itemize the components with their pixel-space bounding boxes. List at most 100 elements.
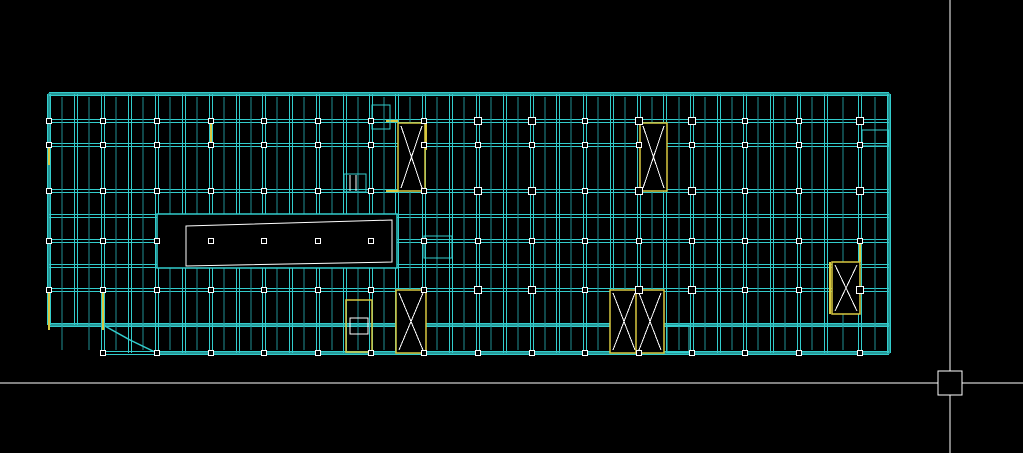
column: [688, 187, 696, 195]
column: [857, 142, 863, 148]
stair-cross: [400, 125, 423, 189]
column: [208, 350, 214, 356]
column: [261, 142, 267, 148]
column: [100, 238, 106, 244]
column: [421, 188, 427, 194]
column: [154, 287, 160, 293]
column: [636, 350, 642, 356]
stair-cross: [638, 292, 662, 351]
column: [742, 188, 748, 194]
column: [528, 286, 536, 294]
column: [421, 350, 427, 356]
column: [742, 350, 748, 356]
column: [474, 286, 482, 294]
column: [856, 187, 864, 195]
column: [742, 142, 748, 148]
column: [635, 117, 643, 125]
column: [742, 287, 748, 293]
column: [688, 117, 696, 125]
column: [635, 286, 643, 294]
slab-outline: [48, 93, 890, 326]
column: [421, 287, 427, 293]
column: [582, 238, 588, 244]
column: [689, 142, 695, 148]
column: [368, 287, 374, 293]
column: [529, 350, 535, 356]
column: [154, 238, 160, 244]
column: [100, 142, 106, 148]
column: [154, 142, 160, 148]
column: [796, 287, 802, 293]
column: [100, 287, 106, 293]
duct-box: [371, 104, 391, 130]
column: [368, 188, 374, 194]
column: [475, 238, 481, 244]
column: [315, 350, 321, 356]
column: [261, 238, 267, 244]
column: [46, 142, 52, 148]
column: [208, 118, 214, 124]
column: [528, 187, 536, 195]
column: [261, 350, 267, 356]
column: [368, 350, 374, 356]
column: [582, 287, 588, 293]
column: [100, 118, 106, 124]
shaft-inner: [349, 317, 369, 335]
column: [154, 118, 160, 124]
duct-box: [861, 129, 889, 147]
column: [315, 287, 321, 293]
column: [261, 188, 267, 194]
column: [528, 117, 536, 125]
elevator-box: [343, 173, 367, 193]
column: [421, 238, 427, 244]
column: [46, 238, 52, 244]
column: [474, 187, 482, 195]
column: [856, 286, 864, 294]
column: [46, 118, 52, 124]
column: [315, 188, 321, 194]
stair-cross: [398, 292, 424, 351]
wall-layer: [48, 104, 889, 354]
column: [208, 188, 214, 194]
column: [368, 118, 374, 124]
stair-cross: [834, 264, 858, 312]
crosshair-pickbox-icon: [937, 370, 963, 396]
column: [796, 350, 802, 356]
duct-box: [423, 235, 453, 259]
stair-cross: [612, 292, 636, 351]
column: [796, 118, 802, 124]
column: [208, 142, 214, 148]
column: [796, 238, 802, 244]
column: [475, 350, 481, 356]
column: [796, 188, 802, 194]
column: [635, 187, 643, 195]
column: [154, 350, 160, 356]
column: [368, 142, 374, 148]
column: [857, 350, 863, 356]
column: [689, 350, 695, 356]
column: [261, 287, 267, 293]
stair-cross: [642, 125, 665, 189]
column: [857, 238, 863, 244]
column-layer: [46, 117, 864, 356]
column: [315, 118, 321, 124]
column: [796, 142, 802, 148]
column: [689, 238, 695, 244]
shaft-box: [345, 299, 373, 353]
column: [261, 118, 267, 124]
column: [582, 118, 588, 124]
column: [688, 286, 696, 294]
duct-box: [666, 325, 690, 353]
column: [421, 142, 427, 148]
column: [208, 287, 214, 293]
column: [529, 238, 535, 244]
column: [315, 238, 321, 244]
column: [582, 350, 588, 356]
column: [208, 238, 214, 244]
beam-layer: [47, 92, 891, 355]
column: [46, 188, 52, 194]
